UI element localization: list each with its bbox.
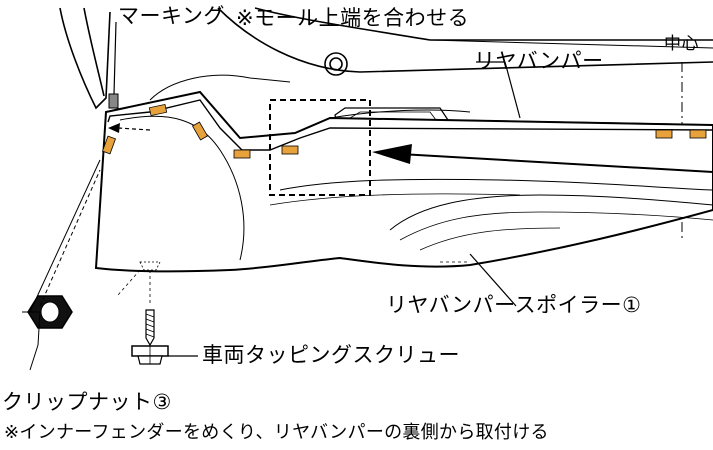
mold-note-label: ※モール上端を合わせる	[236, 6, 470, 30]
rear-bumper-spoiler-label: リヤバンパースポイラー①	[386, 293, 642, 317]
detail-dashed-box	[269, 99, 371, 196]
tape-pieces	[101, 103, 707, 159]
clip-nut-leaders	[22, 159, 101, 371]
car-body-outline	[59, 7, 713, 110]
center-label: 中心	[664, 34, 699, 54]
molding-tape-line	[101, 99, 713, 159]
tapping-screw-label: 車両タッピングスクリュー	[202, 343, 460, 367]
install-note-label: ※インナーフェンダーをめくり、リヤバンパーの裏側から取付ける	[4, 422, 549, 443]
tapping-screw-icon	[131, 309, 169, 365]
dashed-arrow	[108, 123, 151, 133]
clip-nut-icon	[27, 295, 73, 329]
label-leaders	[113, 21, 521, 307]
rear-bumper-spoiler	[94, 90, 713, 273]
marking-tag	[108, 93, 119, 109]
direction-arrow	[372, 144, 713, 173]
rear-bumper-label: リヤバンパー	[474, 49, 604, 73]
marking-label: マーキング	[118, 4, 225, 28]
screw-hole	[117, 261, 161, 305]
clip-nut-label: クリップナット③	[2, 390, 172, 414]
